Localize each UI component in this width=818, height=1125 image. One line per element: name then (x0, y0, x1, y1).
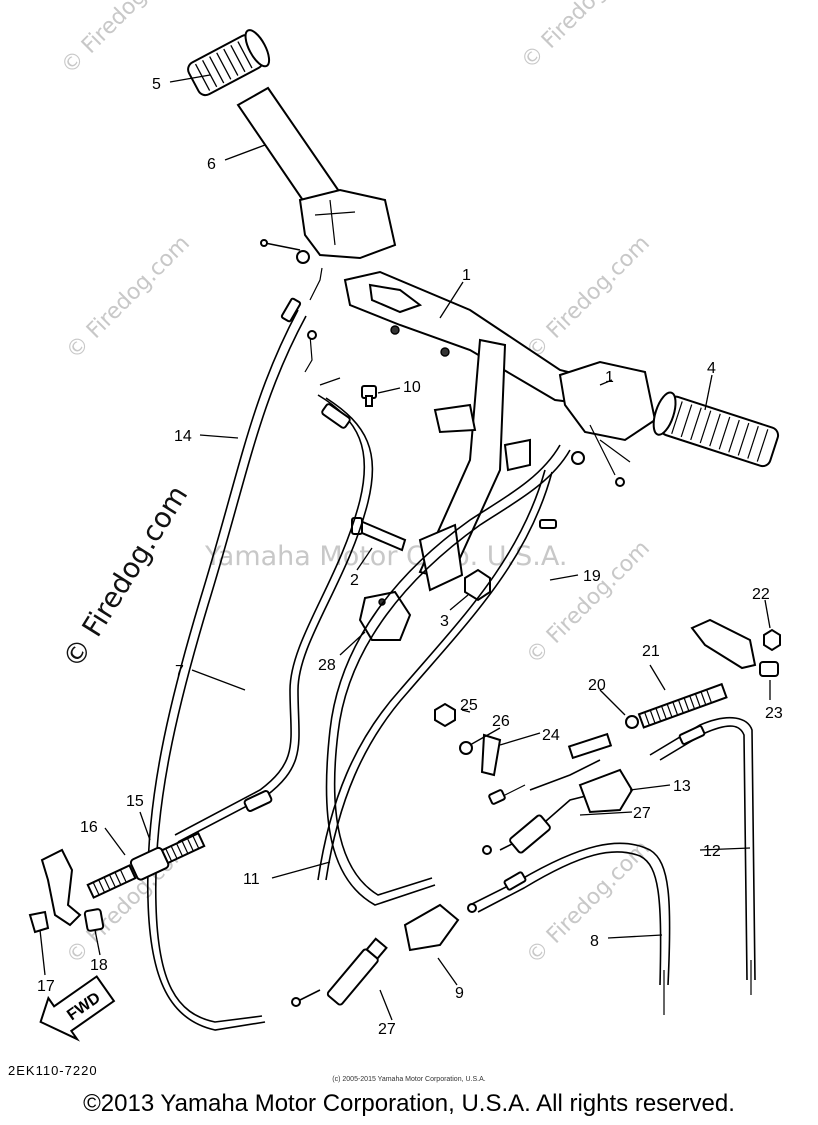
small-copyright: (c) 2005-2015 Yamaha Motor Corporation, … (332, 1076, 486, 1083)
handlebar-assembly (187, 29, 780, 641)
callout-22: 22 (752, 586, 770, 603)
callout-17: 17 (37, 978, 55, 995)
watermark-layer: © Firedog.com © Firedog.com © Firedog.co… (56, 0, 655, 969)
watermark-brand: © Firedog.com (517, 0, 650, 74)
callout-18: 18 (90, 957, 108, 974)
callout-27: 27 (633, 805, 651, 822)
callout-13: 13 (673, 778, 691, 795)
callout-3: 3 (440, 613, 449, 630)
callout-7: 7 (175, 663, 184, 680)
copyright-notice: ©2013 Yamaha Motor Corporation, U.S.A. A… (83, 1090, 735, 1117)
diagram-code: 2EK110-7220 (8, 1063, 98, 1078)
callout-20: 20 (588, 677, 606, 694)
callout-25: 25 (460, 697, 478, 714)
callout-5: 5 (152, 76, 161, 93)
callout-26: 26 (492, 713, 510, 730)
callout-28: 28 (318, 657, 336, 674)
callout-2: 2 (350, 572, 359, 589)
callout-12: 12 (703, 843, 721, 860)
callout-1: 1 (605, 369, 614, 386)
callout-16: 16 (80, 819, 98, 836)
callout-6: 6 (207, 156, 216, 173)
callout-27: 27 (378, 1021, 396, 1038)
watermark-brand: © Firedog.com (57, 0, 190, 79)
watermark-brand: © Firedog.com (56, 480, 194, 674)
watermark-brand: © Firedog.com (62, 231, 195, 364)
callout-4: 4 (707, 360, 716, 377)
callout-21: 21 (642, 643, 660, 660)
callout-11: 11 (243, 871, 260, 888)
callout-8: 8 (590, 933, 599, 950)
callout-15: 15 (126, 793, 144, 810)
callout-23: 23 (765, 705, 783, 722)
leader-lines (39, 74, 771, 1021)
watermark-brand: © Firedog.com (522, 231, 655, 364)
cable-routing (28, 267, 781, 1031)
callout-19: 19 (583, 568, 601, 585)
callout-1: 1 (462, 267, 471, 284)
callout-24: 24 (542, 727, 560, 744)
callout-9: 9 (455, 985, 464, 1002)
callout-14: 14 (174, 428, 192, 445)
callout-labels: 1 1 2 3 4 5 6 7 8 9 10 11 12 13 14 15 16… (37, 76, 783, 1038)
callout-10: 10 (403, 379, 421, 396)
watermark-brand: © Firedog.com (522, 836, 655, 969)
